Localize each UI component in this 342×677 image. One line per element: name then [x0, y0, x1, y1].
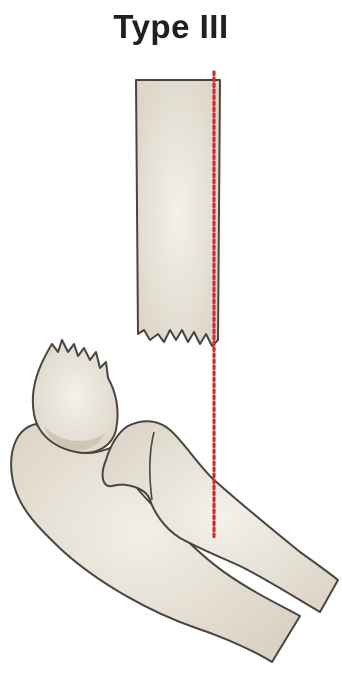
distal-humerus-fragment: [33, 340, 118, 453]
humerus-shaft-fragment: [136, 80, 220, 346]
